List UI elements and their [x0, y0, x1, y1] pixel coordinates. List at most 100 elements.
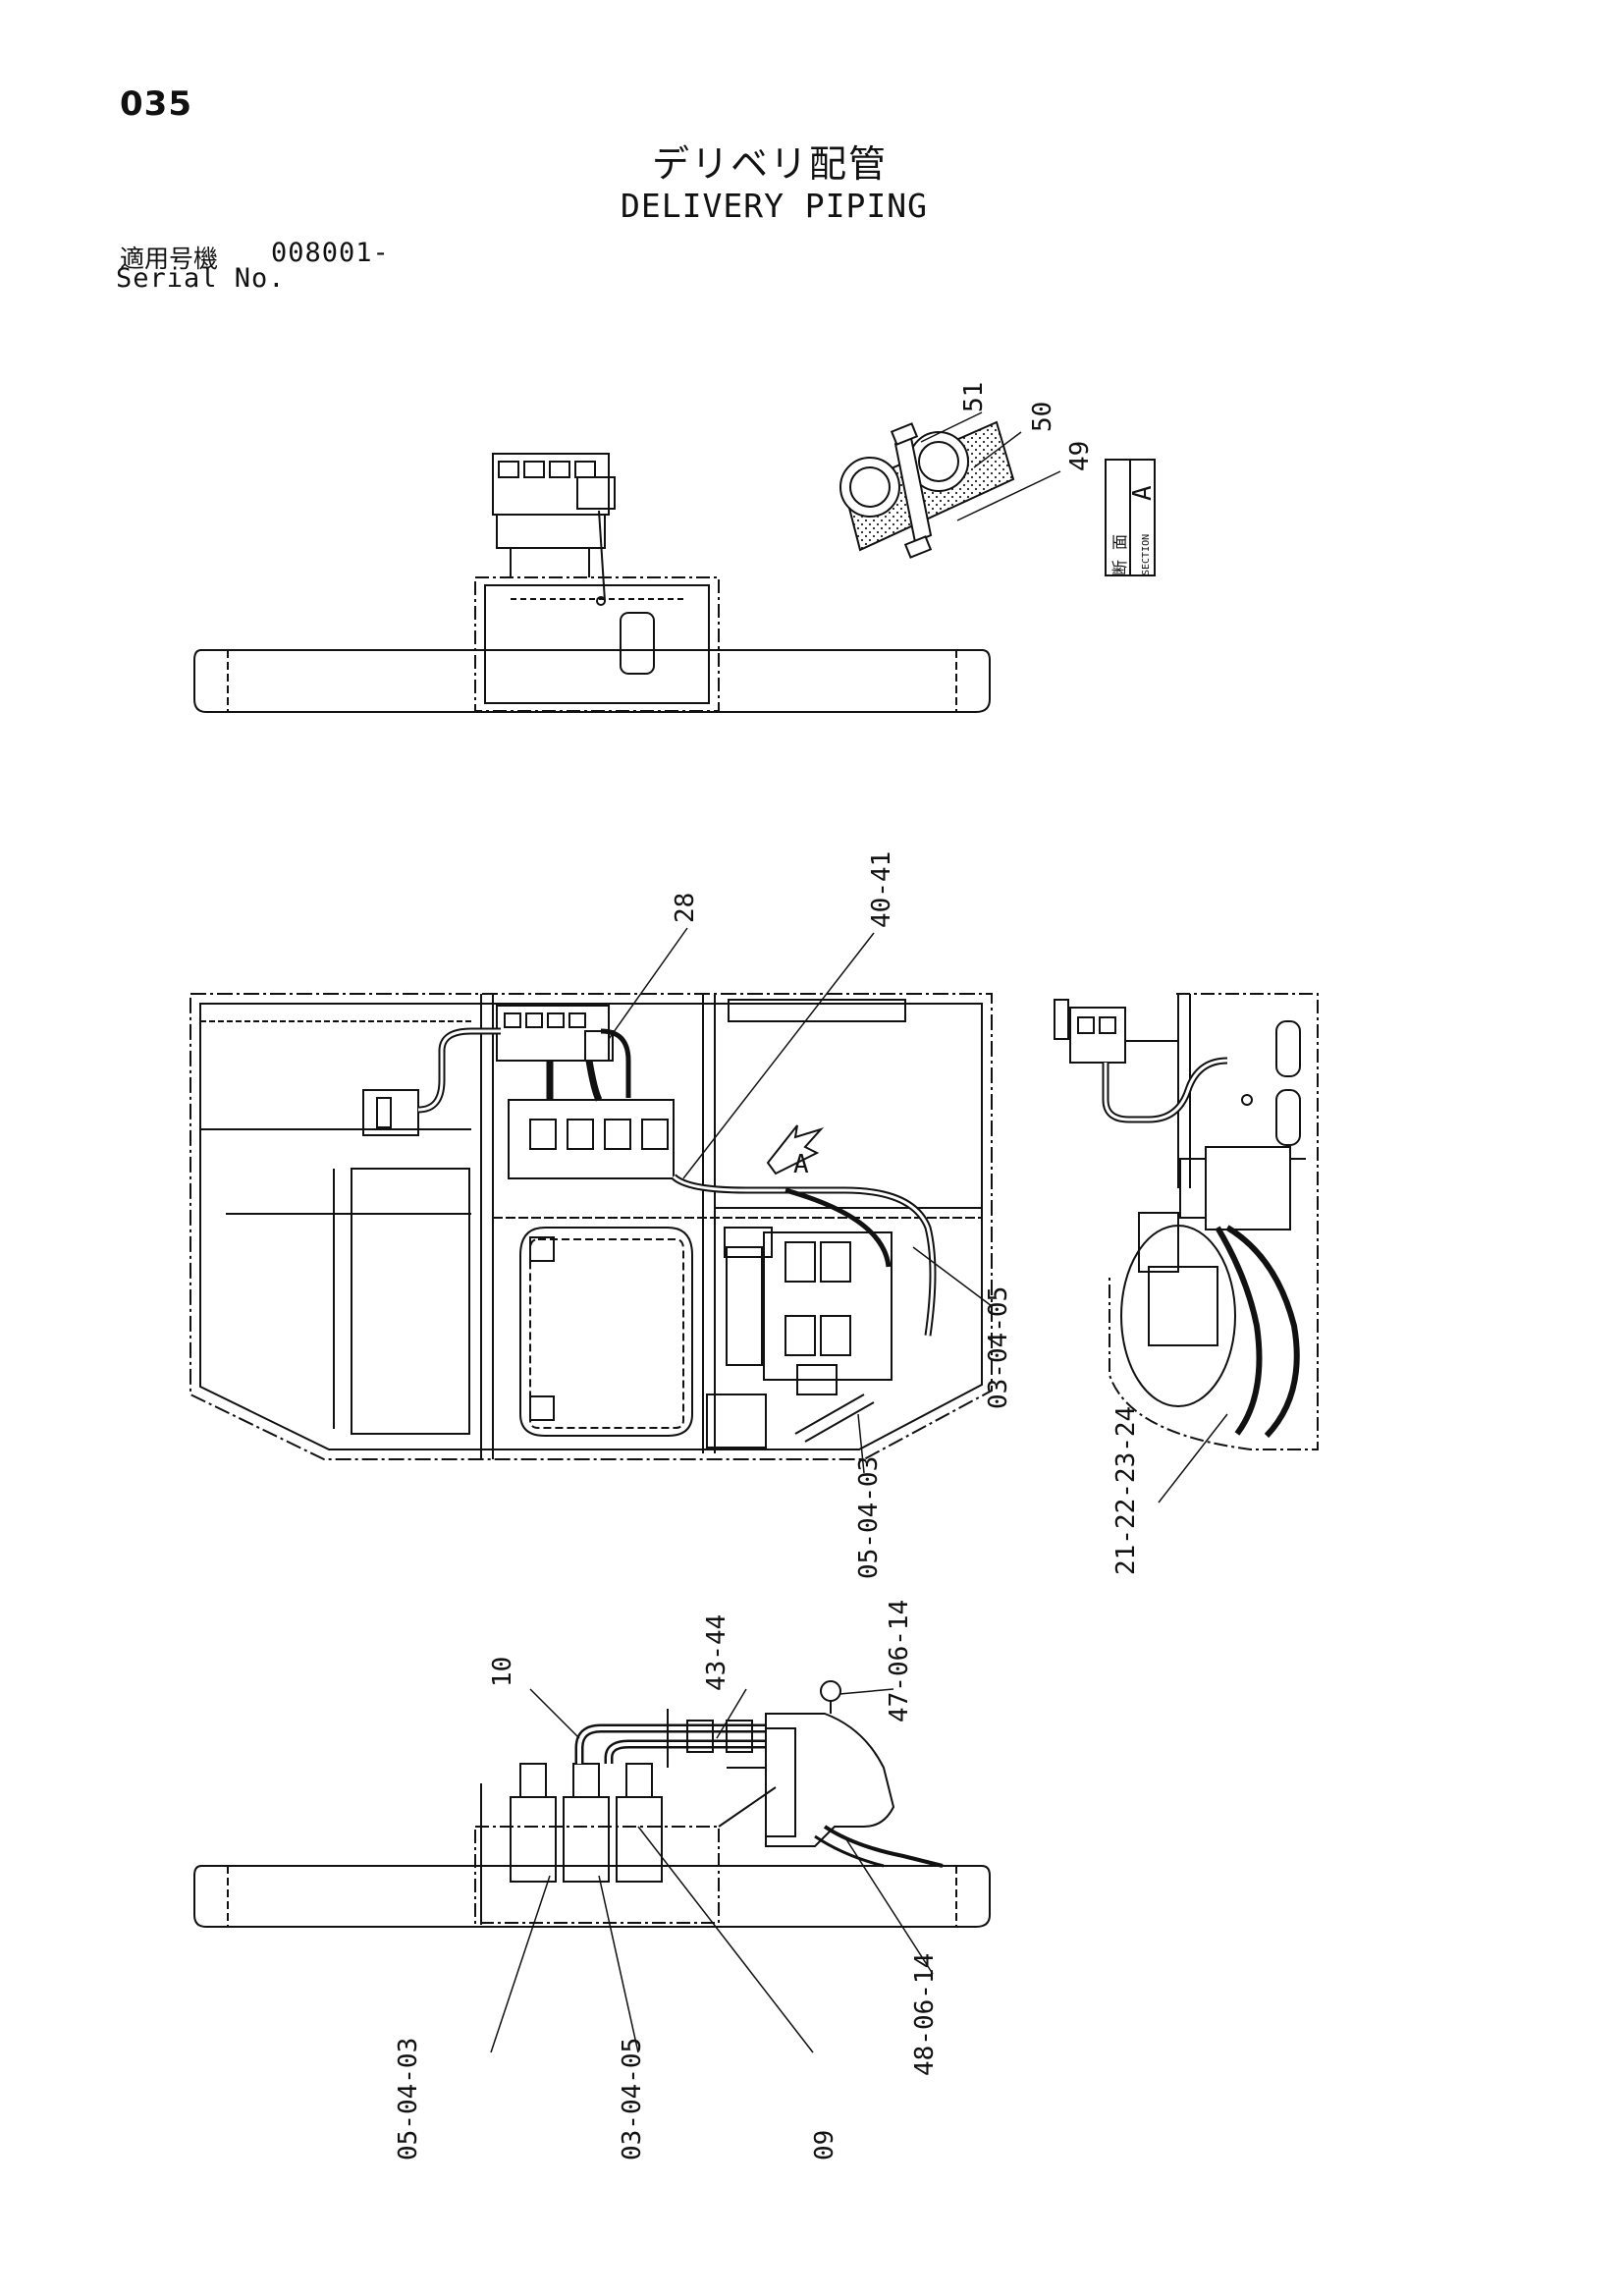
plan-valve-2 — [567, 1119, 594, 1150]
side-slot-1 — [1275, 1020, 1301, 1077]
view-arrow-a — [766, 1124, 825, 1175]
title-english: DELIVERY PIPING — [621, 187, 929, 225]
plan-outline-inner — [199, 1003, 983, 1450]
callout-21-24: 21-22-23-24 — [1111, 1406, 1141, 1575]
plan-left-panel — [351, 1168, 470, 1435]
callout-28: 28 — [671, 893, 700, 923]
callout-05-04-03-bot: 05-04-03 — [394, 2038, 423, 2160]
top-view — [193, 453, 991, 713]
front-motor-flange — [765, 1727, 796, 1837]
plan-right-pump — [763, 1231, 893, 1381]
leader-50 — [973, 431, 1022, 468]
plan-small-fitting-2 — [529, 1236, 555, 1262]
leader-28 — [608, 927, 688, 1040]
callout-43-44: 43-44 — [702, 1614, 731, 1691]
plan-hose-1 — [417, 1027, 501, 1114]
leader-03-04-05-right — [912, 1246, 993, 1307]
serial-label-english: Serial No. — [116, 263, 286, 294]
callout-51: 51 — [959, 382, 989, 412]
side-hose-loop-1 — [1215, 1226, 1263, 1436]
front-motor-fitting — [820, 1680, 841, 1702]
leader-40-41 — [682, 932, 875, 1179]
plan-valve-1 — [529, 1119, 557, 1150]
side-hose-top — [1102, 1057, 1228, 1123]
plan-bottom-strut-2 — [804, 1401, 875, 1443]
title-japanese: デリベリ配管 — [652, 142, 889, 186]
plan-view — [189, 927, 993, 1474]
plan-pump-flange — [726, 1246, 763, 1366]
front-pump-3 — [616, 1796, 663, 1883]
callout-48-06-14: 48-06-14 — [910, 1953, 940, 2076]
front-pump-cap-1 — [519, 1763, 547, 1798]
front-fitting-1 — [686, 1720, 714, 1753]
front-brace — [718, 1786, 777, 1828]
front-view — [193, 1680, 991, 2053]
top-valve-port-2 — [523, 461, 545, 478]
plan-pump-cyl-4 — [820, 1315, 851, 1356]
section-pipe-left-outer — [839, 457, 900, 518]
front-drain-hose — [823, 1825, 944, 1868]
front-drain-hose-2 — [814, 1834, 885, 1868]
plan-round-window — [519, 1227, 693, 1437]
top-valve-port-4 — [574, 461, 596, 478]
callout-47-06-14: 47-06-14 — [885, 1600, 914, 1722]
plan-cv-port-2 — [525, 1012, 543, 1028]
serial-number: 008001- — [271, 238, 390, 268]
side-view — [1054, 993, 1319, 1503]
side-valve-port-1 — [1077, 1016, 1095, 1034]
plan-pump-cyl-2 — [820, 1241, 851, 1283]
front-pipe-upper-core — [577, 1726, 766, 1764]
side-hose-loop-2 — [1225, 1225, 1300, 1439]
plan-pump-outlet — [796, 1364, 838, 1395]
front-center-box — [474, 1826, 720, 1924]
plan-small-fitting — [529, 1395, 555, 1421]
top-valve-side-block — [576, 476, 616, 510]
leader-43-44 — [716, 1688, 747, 1739]
front-base-beam — [193, 1865, 991, 1928]
callout-40-41: 40-41 — [867, 851, 896, 928]
plan-valve-3 — [604, 1119, 631, 1150]
page-number: 035 — [120, 84, 192, 124]
side-motor-top — [1138, 1212, 1179, 1273]
section-pipe-left-inner — [849, 466, 891, 508]
plan-cv-port-3 — [547, 1012, 565, 1028]
top-valve-port-3 — [549, 461, 570, 478]
plan-hose-main — [671, 1174, 937, 1337]
top-valve-pipe — [598, 510, 606, 602]
section-detail — [839, 411, 1061, 559]
section-bolt-nut — [903, 535, 933, 559]
leader-51 — [920, 411, 983, 443]
top-center-box — [474, 576, 720, 712]
section-box-en: SECTION — [1141, 534, 1152, 575]
leader-03-04-05-bot — [598, 1875, 639, 2053]
side-pump — [1205, 1146, 1291, 1230]
callout-03-04-05-bot: 03-04-05 — [618, 2038, 647, 2160]
front-pipe-lower-core — [607, 1742, 766, 1764]
front-pump-2 — [563, 1796, 610, 1883]
section-box-jp-1: 断 — [1110, 560, 1129, 575]
side-valve-port-2 — [1099, 1016, 1116, 1034]
callout-49: 49 — [1065, 441, 1095, 471]
plan-hose-4 — [600, 1028, 631, 1098]
top-inspection-hole — [620, 612, 655, 675]
section-bolt-head — [890, 422, 919, 446]
plan-bottom-strut — [794, 1394, 865, 1435]
plan-hose-1-core — [417, 1029, 501, 1112]
plan-cv-port-4 — [568, 1012, 586, 1028]
callout-03-04-05-right: 03-04-05 — [984, 1286, 1013, 1409]
section-label-box — [1105, 459, 1156, 576]
leader-05-04-03-bot — [490, 1875, 551, 2053]
plan-bottom-bracket — [706, 1394, 767, 1449]
plan-small-block — [724, 1227, 773, 1258]
callout-09: 09 — [810, 2130, 839, 2160]
plan-hose-3 — [585, 1060, 603, 1102]
top-valve-lower — [496, 514, 606, 549]
top-center-box-inner — [484, 584, 710, 704]
section-pipe-right-inner — [918, 441, 959, 482]
front-pump-cap-3 — [625, 1763, 653, 1798]
side-outline — [1109, 993, 1319, 1450]
view-arrow-letter: A — [793, 1150, 809, 1179]
plan-top-bracket — [728, 999, 906, 1022]
leader-47-06-14 — [839, 1688, 894, 1695]
side-valve — [1069, 1007, 1126, 1064]
